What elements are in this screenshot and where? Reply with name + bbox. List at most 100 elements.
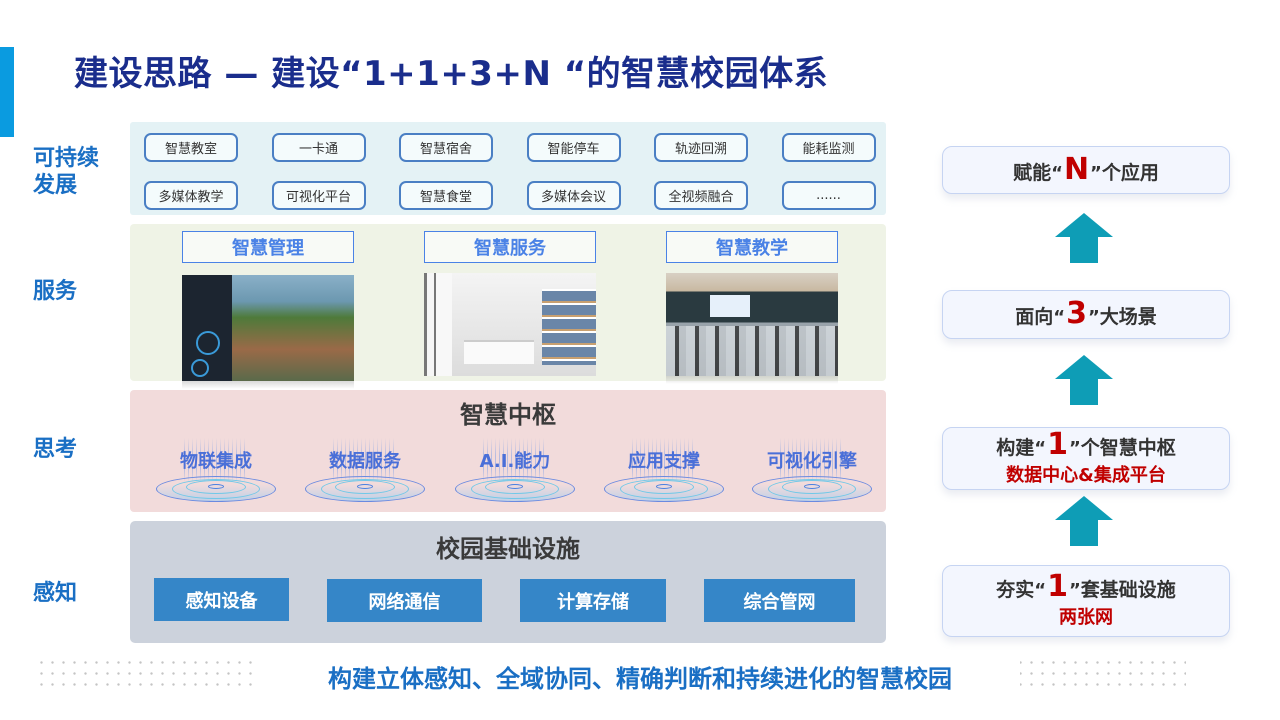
- hub-item-iot-integration[interactable]: 物联集成: [154, 434, 278, 508]
- app-chip-trajectory-trace[interactable]: 轨迹回溯: [654, 133, 748, 162]
- classroom-students-image: [666, 273, 838, 376]
- light-rays-icon: [483, 438, 547, 482]
- page-title: 建设思路 — 建设“1+1+3+N “的智慧校园体系: [74, 54, 829, 94]
- layer-label-service: 服务: [33, 279, 78, 304]
- stage-number: 1: [1047, 569, 1068, 604]
- app-chip-multimedia-meeting[interactable]: 多媒体会议: [526, 181, 621, 210]
- library-study-room-image: [424, 273, 596, 376]
- app-chip-smart-canteen[interactable]: 智慧食堂: [399, 181, 493, 210]
- hub-item-ai-capability[interactable]: A.I.能力: [453, 434, 577, 508]
- layer-label-sustainable-line2: 发展: [33, 173, 78, 198]
- infra-item-sensing-devices[interactable]: 感知设备: [154, 578, 289, 621]
- app-chip-smart-classroom[interactable]: 智慧教室: [144, 133, 238, 162]
- hub-item-label: 物联集成: [180, 451, 252, 472]
- projector-screen-graphic: [710, 295, 750, 317]
- layer-label-sustainable: 可持续 发展: [33, 145, 99, 199]
- up-arrow-icon: [1055, 213, 1113, 263]
- infra-item-compute-storage[interactable]: 计算存储: [520, 579, 666, 622]
- stage-prefix: 赋能: [1013, 161, 1052, 184]
- application-grid: 智慧教室 一卡通 智慧宿舍 智能停车 轨迹回溯 能耗监测 多媒体教学 可视化平台…: [144, 133, 876, 210]
- hub-item-label: 数据服务: [329, 451, 401, 472]
- desk-graphic: [464, 340, 534, 364]
- ripple-core-icon: [208, 484, 224, 489]
- stage-one-smart-hub: 构建 “ 1 ” 个智慧中枢 数据中心&集成平台: [942, 427, 1230, 490]
- window-graphic: [424, 273, 452, 376]
- infrastructure-layer: 校园基础设施 感知设备 网络通信 计算存储 综合管网: [130, 521, 886, 643]
- service-title: 智慧管理: [182, 231, 354, 263]
- slogan: 构建立体感知、全域协同、精确判断和持续进化的智慧校园: [260, 661, 1020, 697]
- title-accent-bar: [0, 47, 14, 137]
- up-arrow-icon: [1055, 355, 1113, 405]
- hub-item-label: A.I.能力: [479, 451, 551, 472]
- ripple-core-icon: [357, 484, 373, 489]
- stage-subtitle: 数据中心&集成平台: [1006, 464, 1166, 486]
- stage-number: 3: [1066, 296, 1087, 331]
- stage-one-infrastructure: 夯实 “ 1 ” 套基础设施 两张网: [942, 565, 1230, 637]
- hub-item-label: 可视化引擎: [767, 451, 857, 472]
- app-chip-visualization-platform[interactable]: 可视化平台: [271, 181, 366, 210]
- light-rays-icon: [184, 438, 248, 482]
- gauge-icon: [196, 331, 220, 355]
- app-chip-more[interactable]: ......: [781, 181, 876, 210]
- stage-main-text: 面向 “ 3 ” 大场景: [1015, 296, 1157, 331]
- stage-suffix: 个应用: [1101, 161, 1159, 184]
- service-smart-service: 智慧服务: [424, 231, 596, 376]
- service-smart-teaching: 智慧教学: [666, 231, 838, 384]
- open-quote: “: [1053, 307, 1066, 328]
- close-quote: ”: [1087, 307, 1100, 328]
- students-graphic: [666, 326, 838, 376]
- app-chip-energy-monitoring[interactable]: 能耗监测: [781, 133, 876, 162]
- open-quote: “: [1051, 162, 1063, 184]
- stage-suffix: 套基础设施: [1080, 579, 1176, 601]
- hub-item-data-service[interactable]: 数据服务: [303, 434, 427, 508]
- stage-prefix: 构建: [996, 436, 1035, 459]
- ripple-core-icon: [656, 484, 672, 489]
- open-quote: “: [1034, 437, 1047, 459]
- app-chip-video-fusion[interactable]: 全视频融合: [654, 181, 748, 210]
- close-quote: ”: [1068, 437, 1081, 459]
- service-title: 智慧服务: [424, 231, 596, 263]
- ripple-ring-icon: [335, 480, 395, 494]
- infra-item-network-communication[interactable]: 网络通信: [327, 579, 482, 622]
- stage-number: 1: [1047, 426, 1068, 462]
- ripple-ring-icon: [782, 480, 842, 494]
- stage-number: N: [1063, 151, 1090, 187]
- stage-main-text: 构建 “ 1 ” 个智慧中枢: [996, 426, 1176, 462]
- app-chip-campus-card[interactable]: 一卡通: [271, 133, 366, 162]
- close-quote: ”: [1090, 162, 1102, 184]
- service-smart-management: 智慧管理: [182, 231, 354, 389]
- stage-subtitle: 两张网: [1059, 607, 1113, 628]
- hub-item-application-support[interactable]: 应用支撑: [602, 434, 726, 508]
- campus-3d-dashboard-image: [182, 275, 354, 381]
- bookshelf-graphic: [542, 289, 596, 365]
- ripple-core-icon: [507, 484, 523, 489]
- stage-suffix: 个智慧中枢: [1080, 436, 1176, 459]
- gauge-icon: [191, 359, 209, 377]
- stage-prefix: 面向: [1015, 306, 1054, 328]
- layer-label-perception: 感知: [33, 581, 78, 606]
- ripple-ring-icon: [186, 480, 246, 494]
- stage-three-scenarios: 面向 “ 3 ” 大场景: [942, 290, 1230, 339]
- light-rays-icon: [632, 438, 696, 482]
- stage-empower-n-apps: 赋能 “ N ” 个应用: [942, 146, 1230, 194]
- image-reflection: [666, 376, 838, 384]
- infra-title: 校园基础设施: [436, 535, 580, 563]
- close-quote: ”: [1068, 580, 1081, 601]
- app-chip-smart-dormitory[interactable]: 智慧宿舍: [399, 133, 493, 162]
- services-layer: 智慧管理 智慧服务 智慧教学: [130, 224, 886, 389]
- app-chip-smart-parking[interactable]: 智能停车: [526, 133, 621, 162]
- light-rays-icon: [333, 438, 397, 482]
- image-reflection: [182, 381, 354, 389]
- light-rays-icon: [780, 438, 844, 482]
- hub-item-label: 应用支撑: [628, 451, 700, 472]
- stage-main-text: 夯实 “ 1 ” 套基础设施: [996, 569, 1176, 604]
- hub-title: 智慧中枢: [460, 401, 556, 429]
- infra-item-integrated-pipe-network[interactable]: 综合管网: [704, 579, 855, 622]
- hub-item-visualization-engine[interactable]: 可视化引擎: [750, 434, 874, 508]
- ripple-ring-icon: [634, 480, 694, 494]
- layer-label-sustainable-line1: 可持续: [33, 146, 100, 171]
- open-quote: “: [1034, 580, 1047, 601]
- layer-label-thinking: 思考: [33, 437, 78, 462]
- ripple-ring-icon: [485, 480, 545, 494]
- app-chip-multimedia-teaching[interactable]: 多媒体教学: [144, 181, 238, 210]
